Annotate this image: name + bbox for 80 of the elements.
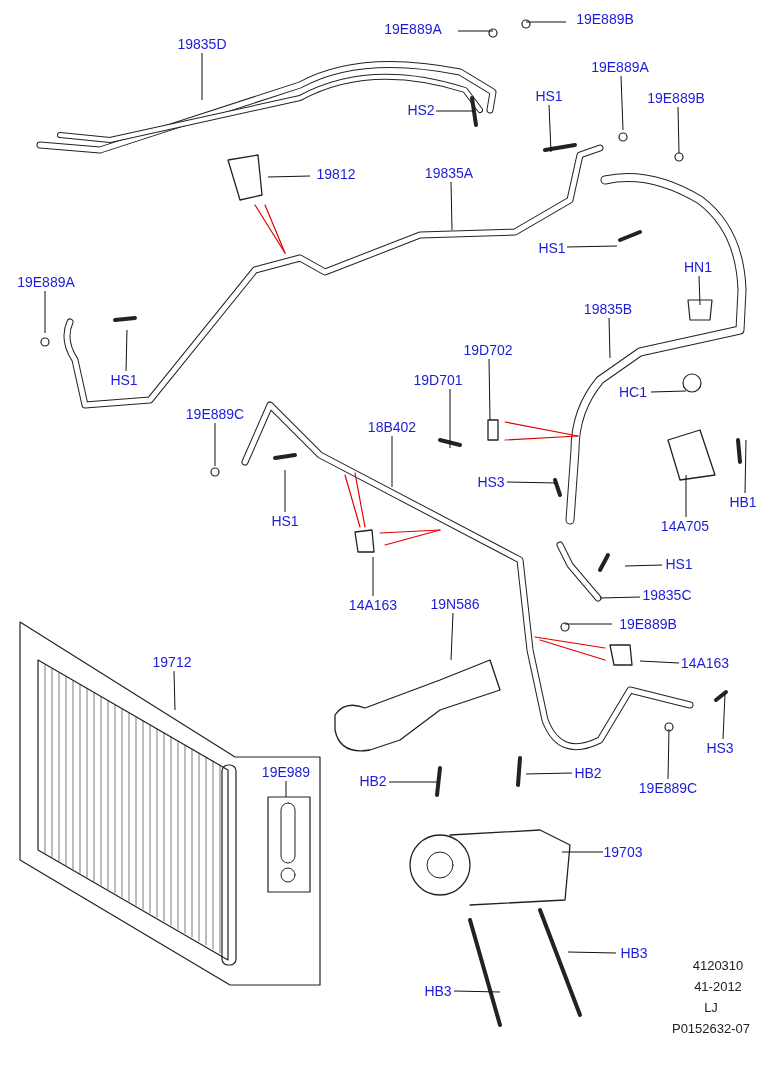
leader-line <box>564 623 613 625</box>
callout-number: 19835A <box>424 165 474 181</box>
leader-line <box>599 596 641 599</box>
callout-number: 14A705 <box>660 518 710 534</box>
leader-line <box>267 175 311 178</box>
callout-number: HS1 <box>538 240 566 256</box>
leader-line <box>173 670 176 711</box>
leader-line <box>525 772 573 775</box>
callout-number: HB3 <box>424 983 452 999</box>
reference-code: P0152632-07 <box>671 1020 751 1036</box>
reference-code: 41-2012 <box>694 978 742 994</box>
leader-line <box>457 30 494 32</box>
leader-line <box>650 390 687 393</box>
leader-line <box>201 52 203 101</box>
callout-number: 19E889C <box>185 406 245 422</box>
callout-number: HS1 <box>535 88 563 104</box>
leader-line <box>608 317 611 359</box>
callout-number: 14A163 <box>680 655 730 671</box>
leader-line <box>548 104 552 153</box>
leader-line <box>624 564 663 567</box>
leader-line <box>561 851 604 853</box>
leader-line <box>685 474 687 518</box>
callout-number: 19E889B <box>576 11 634 27</box>
callout-number: HB2 <box>359 773 387 789</box>
leader-line <box>214 422 216 467</box>
callout-number: HB3 <box>620 945 648 961</box>
leader-line <box>125 329 128 372</box>
leader-line <box>677 106 680 154</box>
leader-line <box>284 469 286 513</box>
leader-line <box>566 245 618 248</box>
callout-number: HN1 <box>684 259 712 275</box>
leader-line <box>44 290 46 334</box>
leader-line <box>506 481 558 484</box>
leader-line <box>391 435 393 488</box>
callout-number: 19E889A <box>591 59 649 75</box>
callout-number: 19812 <box>316 166 356 182</box>
leader-line <box>620 75 624 131</box>
callout-number: 19E889A <box>384 21 442 37</box>
leader-line <box>453 990 501 993</box>
leader-line <box>744 439 747 494</box>
callout-number: HB1 <box>729 494 757 510</box>
leader-line <box>450 181 453 231</box>
leader-line <box>639 660 680 664</box>
leader-line <box>372 556 374 597</box>
callout-number: 19E889C <box>638 780 698 796</box>
leader-line <box>525 21 567 23</box>
leader-line <box>667 728 670 780</box>
callout-number: HC1 <box>619 384 647 400</box>
callout-number: 19712 <box>152 654 192 670</box>
leader-line <box>435 110 474 112</box>
leader-line <box>388 781 439 783</box>
leader-line <box>722 693 726 740</box>
leader-line <box>488 358 491 421</box>
leader-line <box>450 612 454 661</box>
callout-number: HB2 <box>574 765 602 781</box>
leader-line <box>285 780 287 798</box>
callout-number: HS3 <box>477 474 505 490</box>
callout-number: HS3 <box>706 740 734 756</box>
callout-number: HS2 <box>407 102 435 118</box>
callout-number: 19E889B <box>619 616 677 632</box>
reference-code: LJ <box>704 999 718 1015</box>
callout-number: 19835B <box>583 301 633 317</box>
callout-number: 19N586 <box>430 596 480 612</box>
callout-number: HS1 <box>271 513 299 529</box>
callout-number: HS1 <box>665 556 693 572</box>
callout-number: 19835D <box>177 36 227 52</box>
callout-number: 18B402 <box>367 419 417 435</box>
callout-number: 19E989 <box>261 764 311 780</box>
callout-number: 14A163 <box>348 597 398 613</box>
leader-line <box>567 951 617 954</box>
callout-number: 19703 <box>603 844 643 860</box>
leader-line <box>698 275 701 306</box>
callout-number: 19E889A <box>17 274 75 290</box>
callout-number: 19D701 <box>413 372 463 388</box>
leader-line <box>449 388 451 449</box>
callout-number: 19835C <box>642 587 692 603</box>
callout-number: 19E889B <box>647 90 705 106</box>
callout-number: 19D702 <box>463 342 513 358</box>
callout-number: HS1 <box>110 372 138 388</box>
reference-code: 4120310 <box>692 957 744 973</box>
